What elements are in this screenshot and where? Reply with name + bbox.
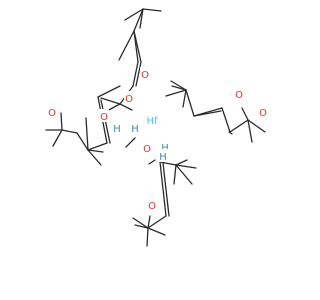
bond-line (132, 217, 149, 229)
bond-line (148, 159, 156, 165)
bond-line (61, 129, 78, 134)
bond-line (124, 8, 144, 21)
hydrogen-atom-label: H (161, 143, 169, 154)
atom-label-background (234, 87, 244, 100)
double-bond-line (133, 30, 142, 63)
double-bond-line (162, 162, 170, 217)
atom-label-background (130, 121, 140, 134)
oxygen-atom-label: O (141, 70, 149, 81)
oxygen-atom-label: O (143, 144, 151, 155)
hydrogen-atom-label: H (159, 152, 167, 163)
oxygen-atom-label: O (100, 112, 108, 123)
atom-label-background (99, 109, 109, 122)
bond-line (52, 129, 63, 147)
atom-label-background (142, 141, 152, 154)
oxygen-atom-label: O (125, 94, 133, 105)
bond-line (60, 112, 63, 131)
atom-label-background (140, 67, 150, 80)
atom-label-background (258, 105, 268, 118)
bond-line (170, 80, 187, 91)
bond-line (147, 227, 166, 236)
bond-line (221, 107, 231, 133)
bond-line (119, 103, 133, 111)
double-bond-line (118, 30, 135, 61)
double-bond-line (135, 61, 142, 87)
hydrogen-atom-label: H (131, 124, 139, 135)
double-bond-line (159, 161, 167, 217)
bond-line (241, 107, 249, 121)
oxygen-atom-label: O (148, 201, 156, 212)
bond-line (182, 89, 187, 108)
bond-line (147, 215, 167, 229)
atom-label-background (158, 149, 168, 162)
bond-line (147, 215, 151, 229)
bond-line (175, 159, 188, 166)
atom-label-background (147, 198, 157, 211)
bond-line (146, 227, 149, 247)
oxygen-atom-label: O (259, 108, 267, 119)
bond-line (165, 89, 187, 97)
bond-line (142, 8, 162, 12)
bond-line (139, 8, 144, 29)
bond-line (87, 142, 108, 151)
atom-label-background (144, 113, 160, 126)
bond-line (133, 8, 144, 32)
bond-line (85, 117, 89, 151)
bond-line (229, 119, 249, 133)
bond-line (125, 137, 136, 148)
hydrogen-atom-label: H (113, 124, 121, 135)
oxygen-atom-label: O (235, 90, 243, 101)
bond-line (185, 89, 195, 117)
hafnium-atom-label: Hf (146, 116, 158, 127)
double-bond-line (228, 131, 233, 135)
atom-label-background (112, 121, 122, 134)
bond-line (97, 85, 121, 98)
bond-line (175, 164, 197, 169)
atom-label-background (47, 105, 57, 118)
bond-line (247, 119, 266, 133)
atom-label-background (160, 140, 170, 153)
bond-line (173, 164, 177, 185)
bond-line (134, 224, 149, 229)
double-bond-line (132, 61, 139, 87)
oxygen-atom-label: O (48, 108, 56, 119)
bond-line (175, 164, 193, 185)
double-bond-line (193, 110, 222, 117)
bond-line (247, 119, 253, 143)
bond-line (76, 132, 89, 151)
atom-label-background (124, 91, 134, 104)
bond-line (100, 97, 121, 105)
bond-line (87, 149, 102, 166)
bond-line (87, 149, 104, 153)
